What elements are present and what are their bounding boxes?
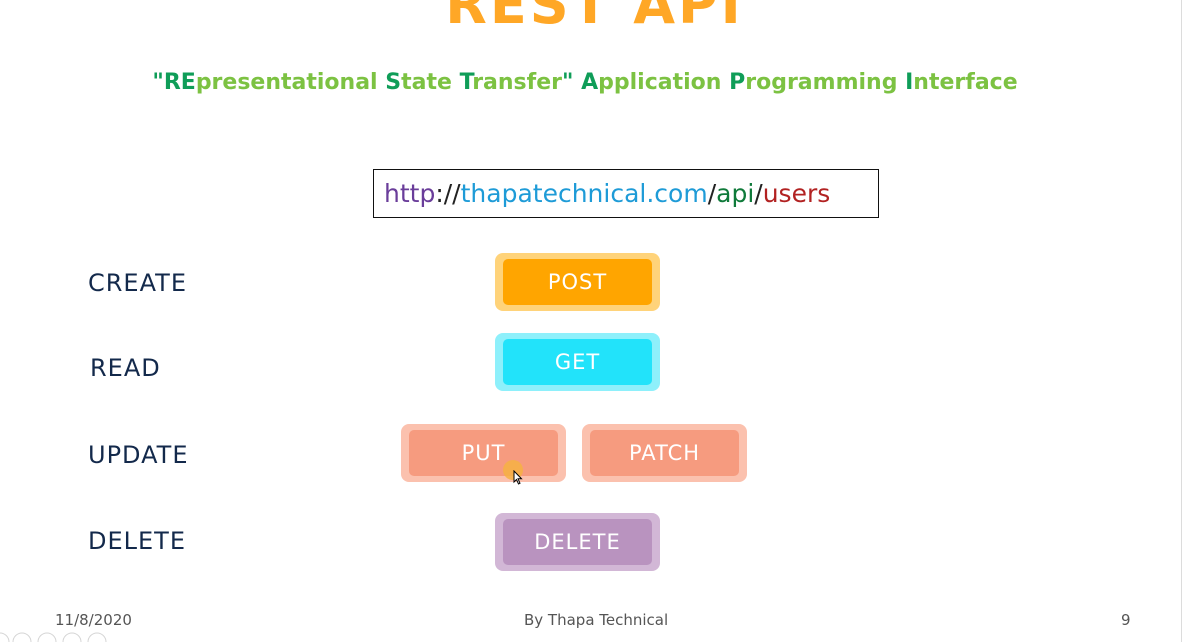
url-scheme: http: [384, 179, 436, 208]
post-method-button[interactable]: POST: [495, 253, 660, 311]
subtitle-fragment: rogramming: [745, 70, 906, 95]
subtitle-fragment: S: [385, 70, 402, 95]
url-box: http://thapatechnical.com/api/users: [373, 169, 879, 218]
operation-create-label: CREATE: [88, 269, 187, 297]
operation-update-label: UPDATE: [88, 441, 189, 469]
footer-author: By Thapa Technical: [524, 611, 669, 629]
subtitle-fragment: P: [729, 70, 746, 95]
operation-read-label: READ: [90, 354, 161, 382]
post-method-label: POST: [503, 259, 652, 305]
subtitle-fragment: ransfer: [472, 70, 562, 95]
mouse-cursor-icon: [513, 470, 523, 485]
subtitle-fragment: pplication: [598, 70, 730, 95]
url-text: http://thapatechnical.com/api/users: [384, 177, 830, 211]
subtitle-fragment: T: [459, 70, 473, 95]
delete-method-label: DELETE: [503, 519, 652, 565]
footer-date: 11/8/2020: [55, 611, 132, 629]
get-method-label: GET: [503, 339, 652, 385]
subtitle-fragment: A: [581, 70, 599, 95]
subtitle-fragment: presentational: [195, 70, 386, 95]
patch-method-label: PATCH: [590, 430, 739, 476]
presentation-toolbar-icons[interactable]: [0, 630, 120, 642]
url-separator: /: [707, 179, 717, 208]
subtitle-fragment: "RE: [152, 70, 196, 95]
put-method-label: PUT: [409, 430, 558, 476]
delete-method-button[interactable]: DELETE: [495, 513, 660, 571]
scrollbar[interactable]: [1181, 0, 1189, 642]
subtitle-fragment: I: [905, 70, 914, 95]
url-separator: /: [754, 179, 763, 208]
put-method-button[interactable]: PUT: [401, 424, 566, 482]
url-separator: ://: [435, 179, 461, 208]
url-path-api: api: [716, 179, 755, 208]
operation-delete-label: DELETE: [88, 527, 187, 555]
url-path-users: users: [762, 179, 831, 208]
slide-title: REST API: [445, 0, 744, 36]
footer-page-number: 9: [1121, 611, 1131, 629]
url-host: thapatechnical.com: [460, 179, 708, 208]
patch-method-button[interactable]: PATCH: [582, 424, 747, 482]
slide-subtitle: "REpresentational State Transfer" Applic…: [0, 68, 1170, 98]
subtitle-fragment: ": [561, 70, 582, 95]
get-method-button[interactable]: GET: [495, 333, 660, 391]
subtitle-fragment: tate: [401, 70, 460, 95]
subtitle-fragment: nterface: [913, 70, 1018, 95]
